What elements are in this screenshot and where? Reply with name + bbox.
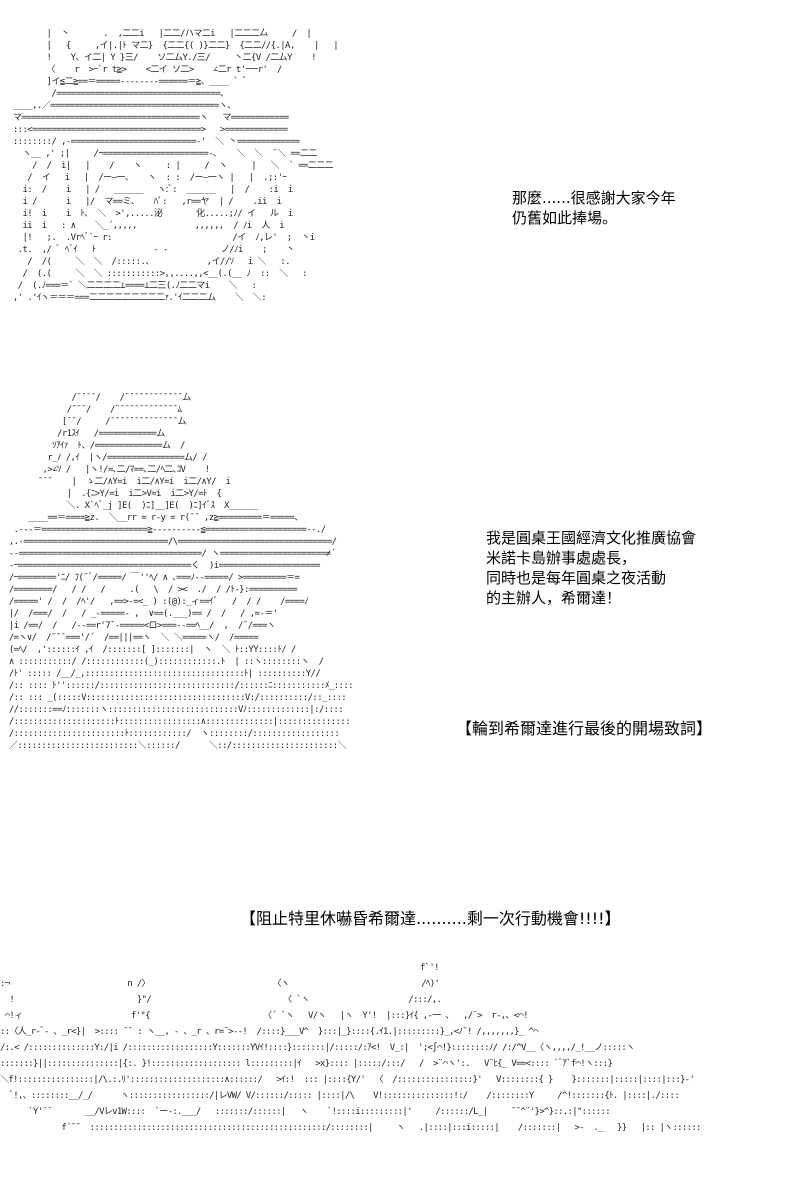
narration-opening-speech: 【輪到希爾達進行最後的開場致詞】 (456, 719, 713, 738)
dialogue-line: 仍舊如此捧場。 (512, 209, 618, 227)
ascii-art-crowd: f`'! :¬ n /〉 〈ヽ /ﾍ)' ! }"/ 〈 `ヽ /:::/,. … (0, 963, 701, 1133)
ascii-art-hat-figure: /¯¯¯¯/ /¯¯¯¯¯¯¯¯¯¯¯¯ム /¯¯¯/ /¯¯¯¯¯¯¯¯¯¯¯… (8, 393, 354, 751)
ascii-art-face: | 丶 . ,二二i |二二/ハマ二i |二二二厶 / | | { ,イ|.|ﾄ… (12, 29, 339, 303)
dialogue-panel-1: 那麼......很感謝大家今年 仍舊如此捧場。 (512, 188, 676, 228)
dialogue-line: 我是圓桌王國經濟文化推廣協會 (486, 529, 697, 547)
dialogue-line: 同時也是每年圓桌之夜活動 (486, 569, 667, 587)
dialogue-line: 的主辦人，希爾達！ (486, 589, 622, 607)
narration-action-chance: 【阻止特里休嚇昏希爾達..........剩一次行動機會!!!!】 (240, 909, 621, 928)
dialogue-panel-2: 我是圓桌王國經濟文化推廣協會 米諾卡島辦事處處長， 同時也是每年圓桌之夜活動 的… (486, 528, 696, 608)
dialogue-line: 米諾卡島辦事處處長， (486, 549, 637, 567)
dialogue-line: 那麼......很感謝大家今年 (512, 189, 676, 207)
